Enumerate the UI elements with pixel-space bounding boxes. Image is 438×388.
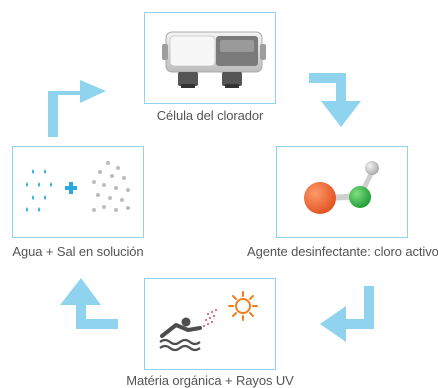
box-matter	[144, 278, 276, 370]
box-agent	[276, 146, 408, 238]
box-water	[12, 146, 144, 238]
label-water: Agua + Sal en solución	[12, 244, 144, 259]
label-matter: Matéria orgánica + Rayos UV	[126, 373, 294, 388]
label-agent: Agente desinfectante: cloro activo	[247, 244, 438, 259]
label-cell: Célula del clorador	[156, 108, 264, 123]
